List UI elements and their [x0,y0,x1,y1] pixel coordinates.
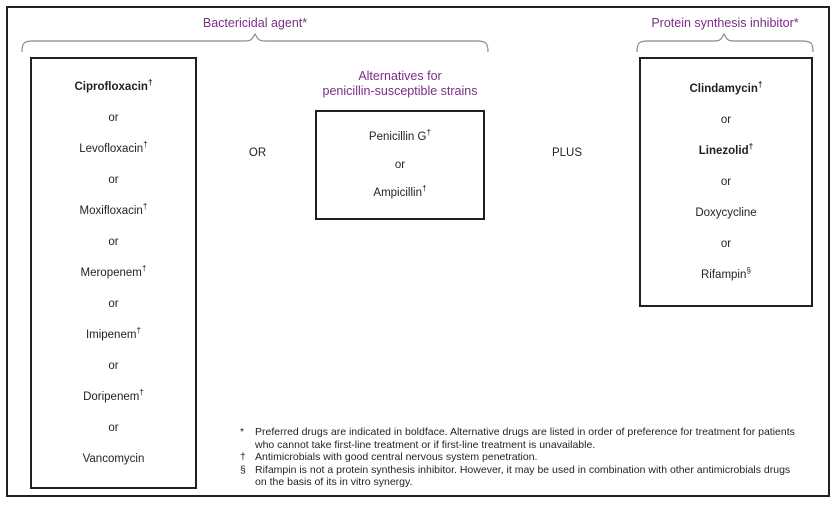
footnote-marker-dagger: † [426,128,432,138]
footnote-marker-dagger: † [147,78,153,88]
footnote-marker-dagger: † [136,326,142,336]
drug-entry-conjunction: or [720,176,732,188]
drug-name: Penicillin G [368,131,427,143]
footnote-marker-dagger: † [748,142,754,152]
heading-penicillin-alternatives: Alternatives for penicillin-susceptible … [310,69,490,98]
drug-entry: Moxifloxacin† [80,196,148,227]
drug-entry-conjunction: or [108,236,119,248]
drug-entry-conjunction: or [108,360,119,372]
drug-name: Vancomycin [82,453,145,465]
drug-name: Doripenem [83,391,140,403]
drug-entry-conjunction: or [720,114,732,126]
drug-entry: Doripenem† [83,382,144,413]
drug-entry: Meropenem† [81,258,147,289]
footnote-marker-dagger: † [421,184,427,194]
drug-name: Ciprofloxacin [74,81,148,93]
drug-entry: Ciprofloxacin† [74,72,152,103]
heading-penicillin-line2: penicillin-susceptible strains [322,83,478,98]
drug-box-bactericidal-primary: Ciprofloxacin† or Levofloxacin† or Moxif… [30,57,197,489]
drug-entry: Rifampin§ [701,260,751,291]
figure-outer-border [6,6,830,497]
footnote-marker-dagger: † [139,388,144,398]
drug-name: Doxycycline [695,207,757,219]
footnote-marker-dagger: † [142,202,148,212]
drug-entry: Ampicillin† [373,179,426,207]
drug-entry: Vancomycin [83,444,145,475]
heading-penicillin-line1: Alternatives for [358,69,442,83]
group-heading-bactericidal: Bactericidal agent* [202,16,308,30]
connector-or: OR [248,147,267,159]
footnote-marker-dagger: † [757,80,763,90]
drug-name: Levofloxacin [79,143,144,155]
drug-entry-conjunction: or [108,298,119,310]
drug-name: Ampicillin [373,187,422,199]
drug-entry: Imipenem† [86,320,141,351]
curly-brace-bactericidal [20,32,490,52]
drug-name: Linezolid [698,145,749,157]
drug-entry: Clindamycin† [690,74,763,105]
footnote-marker-dagger: † [143,140,148,150]
drug-box-penicillin-alternatives: Penicillin G† or Ampicillin† [315,110,485,220]
drug-entry: Levofloxacin† [79,134,148,165]
footnote-item: † Antimicrobials with good central nervo… [240,451,800,464]
drug-entry-conjunction: or [108,174,119,186]
footnote-item: § Rifampin is not a protein synthesis in… [240,464,800,489]
drug-box-protein-synthesis: Clindamycin† or Linezolid† or Doxycyclin… [639,57,813,307]
connector-plus: PLUS [551,147,583,159]
footnote-marker-section: § [240,463,246,476]
footnotes-block: * Preferred drugs are indicated in boldf… [240,426,800,489]
drug-name: Clindamycin [689,83,758,95]
group-heading-protein-synthesis: Protein synthesis inhibitor* [651,16,799,30]
footnote-marker-asterisk: * [240,426,245,438]
curly-brace-protein-synthesis [635,32,815,52]
footnote-text: Preferred drugs are indicated in boldfac… [255,426,795,451]
drug-entry-conjunction: or [720,238,732,250]
drug-entry: Doxycycline [695,198,756,229]
drug-entry-conjunction: or [394,159,406,171]
drug-entry: Linezolid† [699,136,753,167]
footnote-marker-section: § [746,266,751,276]
footnote-marker-dagger: † [141,264,147,274]
drug-name: Rifampin [701,269,747,281]
drug-entry: Penicillin G† [369,123,431,151]
drug-entry-conjunction: or [108,422,119,434]
drug-name: Imipenem [85,329,137,341]
drug-name: Meropenem [80,267,142,279]
drug-entry-conjunction: or [108,112,119,124]
drug-name: Moxifloxacin [79,205,143,217]
footnote-text: Rifampin is not a protein synthesis inhi… [255,463,791,489]
footnote-marker-dagger: † [240,451,246,464]
footnote-item: * Preferred drugs are indicated in boldf… [240,426,800,451]
footnote-text: Antimicrobials with good central nervous… [255,451,538,464]
